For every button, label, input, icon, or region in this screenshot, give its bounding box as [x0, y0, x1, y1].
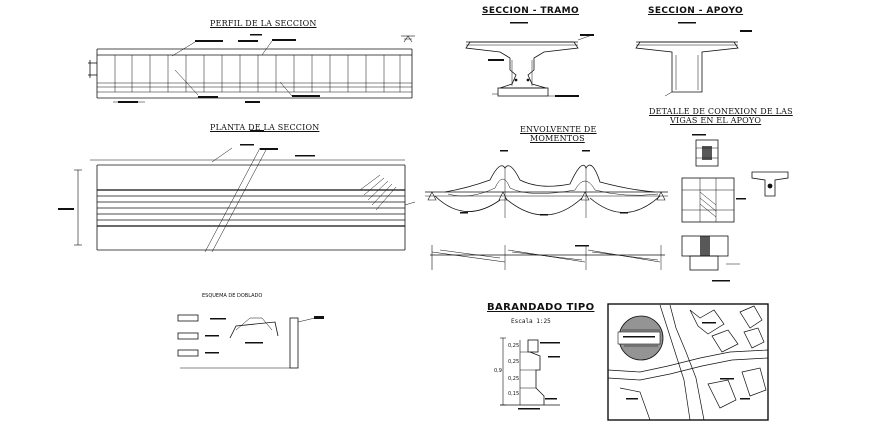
detalle-title-line1: DETALLE DE CONEXION DE LAS [649, 107, 793, 116]
dim-label-3: 0,9 [494, 368, 502, 374]
seccion-tramo-drawing [465, 22, 594, 97]
location-map-drawing [607, 303, 769, 421]
dim-label-4: 0,25 [508, 376, 520, 382]
esquema-title: ESQUEMA DE DOBLADO [202, 293, 263, 299]
planta-title: PLANTA DE LA SECCION [210, 123, 320, 132]
barandado-title: BARANDADO TIPO [487, 302, 595, 313]
seccion-apoyo-drawing [635, 22, 752, 97]
seccion-tramo-title: SECCION - TRAMO [482, 6, 580, 16]
dim-label-2: 0,25 [508, 359, 520, 365]
dim-label-5: 0,15 [508, 391, 520, 397]
detalle-title-line2: VIGAS EN EL APOYO [670, 116, 762, 125]
dim-label-1: 0,25 [508, 343, 520, 349]
envolvente-drawing [425, 150, 668, 270]
planta-drawing [58, 130, 416, 253]
envolvente-title-line1: ENVOLVENTE DE [520, 125, 597, 134]
perfil-title: PERFIL DE LA SECCION [210, 19, 317, 28]
barandado-scale: Escala 1:25 [511, 318, 551, 325]
seccion-apoyo-title: SECCION - APOYO [648, 6, 744, 16]
perfil-drawing [88, 34, 415, 103]
envolvente-title-line2: MOMENTOS [530, 134, 585, 143]
esquema-doblado-drawing [177, 314, 324, 369]
detalle-conexion-drawing [681, 134, 789, 282]
barandado-drawing [500, 337, 560, 410]
